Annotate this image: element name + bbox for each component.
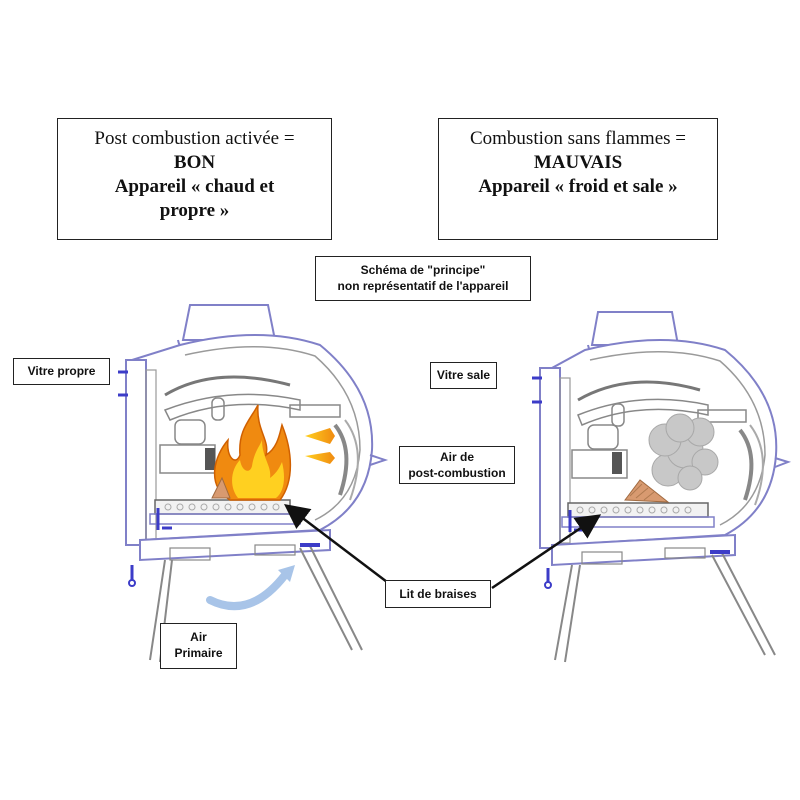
- bad-line1: Combustion sans flammes =: [469, 128, 686, 149]
- air-post-line1: Air de: [439, 450, 474, 464]
- right-leg-rear: [711, 552, 776, 656]
- air-jet-icon: [305, 428, 335, 464]
- lit-braises-arrow-left: [284, 503, 396, 589]
- wood-log-icon-left: [211, 476, 231, 499]
- bad-line2: MAUVAIS: [533, 152, 623, 173]
- wood-log-icon-right: [624, 479, 670, 503]
- right-stove: [532, 311, 792, 663]
- schema-line1: Schéma de "principe": [360, 263, 486, 277]
- good-combustion-box: Post combustion activée = BON Appareil «…: [57, 118, 332, 240]
- good-line1: Post combustion activée =: [94, 128, 295, 149]
- primary-air-arrow: [206, 571, 289, 611]
- left-leg-rear: [299, 545, 363, 651]
- flame-icon: [213, 404, 292, 501]
- air-primaire-line1: Air: [190, 630, 207, 644]
- vitre-propre-label: Vitre propre: [13, 358, 110, 385]
- lit-braises-arrow-right: [491, 514, 602, 590]
- air-post-combustion-label: Air de post-combustion: [399, 446, 515, 484]
- air-primaire-line2: Primaire: [174, 646, 223, 660]
- bad-combustion-box: Combustion sans flammes = MAUVAIS Appare…: [438, 118, 718, 240]
- good-line3: Appareil « chaud et: [114, 176, 275, 197]
- good-line4: propre »: [159, 200, 230, 221]
- smoke-icon: [648, 413, 719, 491]
- air-post-line2: post-combustion: [408, 466, 506, 480]
- schema-note: Schéma de "principe" non représentatif d…: [315, 256, 531, 301]
- lit-braises-label: Lit de braises: [385, 580, 491, 608]
- good-line2: BON: [173, 152, 216, 173]
- vitre-sale-label: Vitre sale: [430, 362, 497, 389]
- bad-line3: Appareil « froid et sale »: [478, 176, 678, 197]
- schema-line2: non représentatif de l'appareil: [337, 279, 509, 293]
- air-primaire-label: Air Primaire: [160, 623, 237, 669]
- right-leg-front: [554, 564, 581, 663]
